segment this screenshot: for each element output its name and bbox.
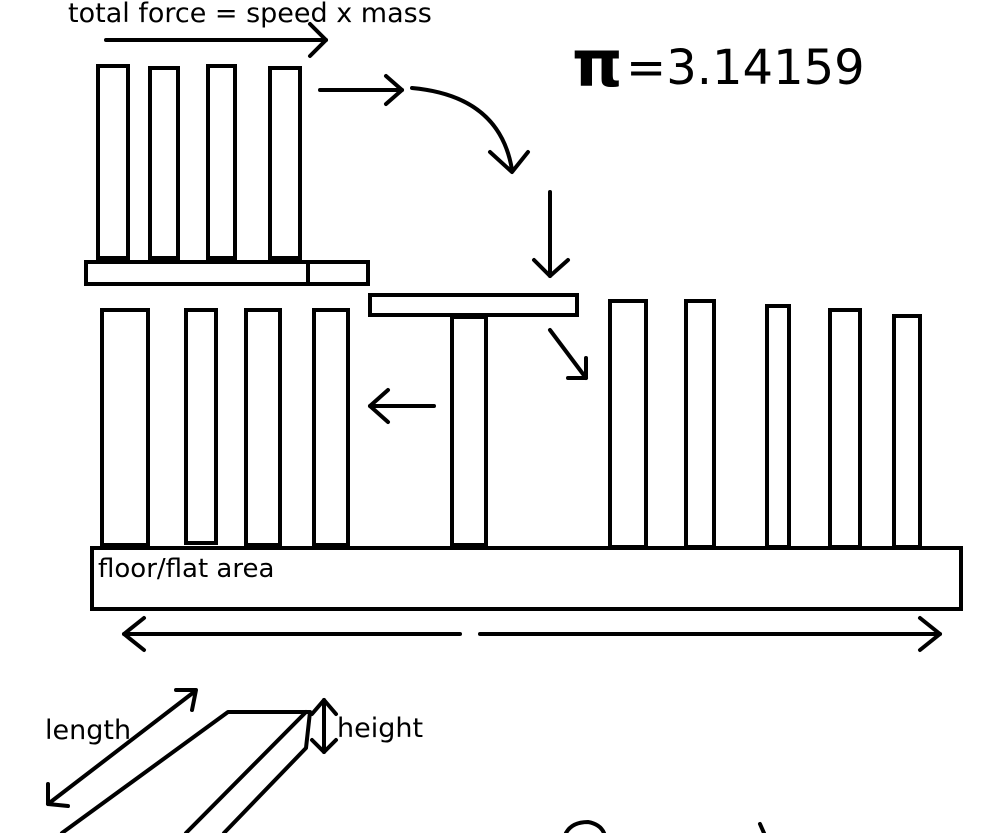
length-label: length (45, 715, 131, 746)
cropped-text-fragment (564, 820, 766, 833)
formula-label: total force = speed x mass (68, 0, 432, 29)
shelf-board (84, 260, 370, 286)
t-piece-top (368, 293, 579, 317)
height-arrow (310, 698, 338, 754)
floor-area (90, 546, 963, 611)
lower-right-domino-row (608, 299, 922, 549)
t-piece-stem (450, 315, 488, 547)
length-arrow (46, 688, 198, 808)
floor-width-arrow (122, 616, 942, 652)
height-label: height (337, 713, 423, 744)
formula-arrow (104, 22, 328, 58)
lower-left-domino-row (100, 308, 350, 547)
domino (184, 308, 218, 545)
down-arrow (532, 190, 570, 278)
curved-arrow (410, 86, 530, 174)
domino (96, 64, 130, 260)
pi-symbol: π (572, 28, 623, 102)
left-arrow (368, 388, 436, 424)
domino (765, 304, 791, 549)
diagonal-arrow (548, 328, 588, 380)
domino (244, 308, 282, 547)
domino (312, 308, 350, 547)
domino-block-3d (60, 710, 312, 833)
domino (684, 299, 716, 549)
t-piece (368, 293, 579, 547)
right-arrow-top (318, 74, 404, 106)
domino (206, 64, 237, 260)
domino (148, 66, 180, 260)
pi-value: =3.14159 (626, 40, 865, 96)
domino (892, 314, 922, 549)
domino (268, 66, 302, 260)
floor-label: floor/flat area (98, 554, 274, 584)
domino (608, 299, 648, 549)
domino (828, 308, 862, 549)
upper-domino-row (96, 64, 302, 260)
domino (100, 308, 150, 547)
